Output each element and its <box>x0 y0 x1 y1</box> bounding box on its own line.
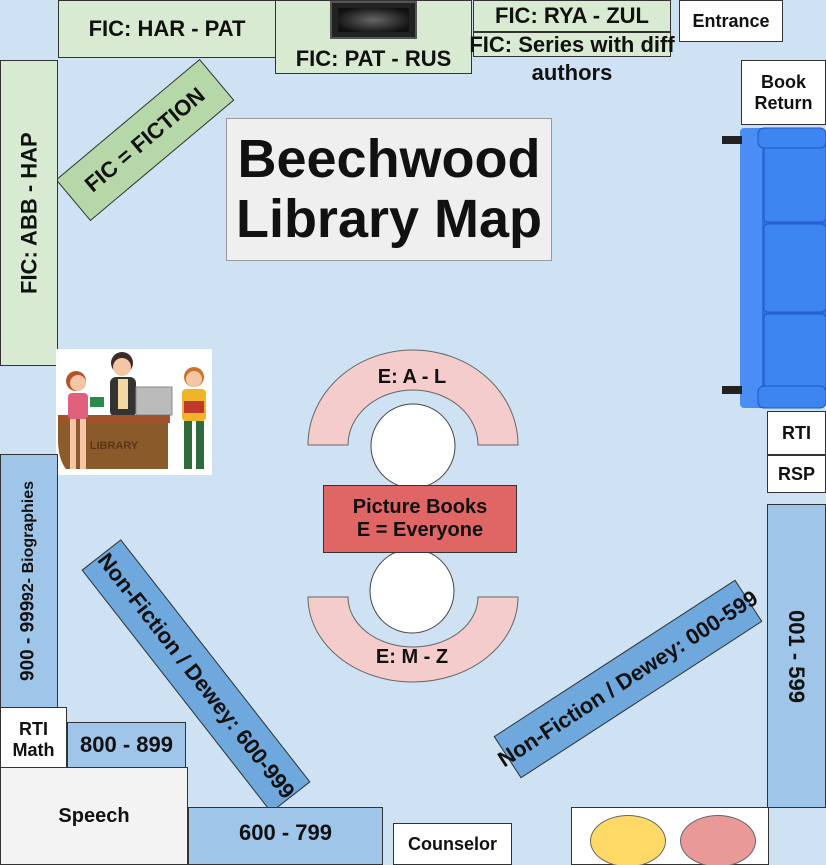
seat-icon <box>590 815 666 865</box>
shelf-label: FIC: HAR - PAT <box>88 16 246 42</box>
book-return-line2: Return <box>754 92 813 113</box>
counselor-label: Counselor <box>407 833 497 854</box>
shelf-fic-series: FIC: Series with diff <box>469 32 675 57</box>
book-return-line1: Book <box>761 71 806 92</box>
title-line1: Beechwood <box>237 129 541 190</box>
shelf-label: FIC: ABB - HAP <box>16 132 42 294</box>
shelf-label: 800 - 899 <box>80 732 173 758</box>
seating-area <box>571 807 769 865</box>
picture-books-line2: E = Everyone <box>356 519 484 541</box>
rsp-label: RSP <box>777 463 815 484</box>
shelf-label: FIC: RYA - ZUL <box>495 3 649 29</box>
couch-icon <box>722 127 826 409</box>
e-a-l-shelf <box>307 349 519 446</box>
shelf-label: 600 - 799 <box>239 820 332 845</box>
picture-books-line1: Picture Books <box>352 496 488 518</box>
librarian-desk-illustration: LIBRARY <box>56 349 212 475</box>
rti-math-line2: Math <box>12 739 55 760</box>
speech-room: Speech <box>0 767 188 865</box>
shelf-nonfiction-000-599: Non-Fiction / Dewey: 000-599 <box>493 579 763 779</box>
e-a-l-label: E: A - L <box>377 366 447 388</box>
shelf-900-999: 900 - 999 92- Biographies <box>0 454 58 708</box>
map-title: Beechwood Library Map <box>226 118 552 261</box>
speech-label: Speech <box>58 804 130 827</box>
shelf-fic-rya-zul: FIC: RYA - ZUL <box>473 0 671 32</box>
shelf-800-899: 800 - 899 <box>67 722 186 768</box>
fic-fiction-sign: FIC = FICTION <box>55 58 235 222</box>
e-m-z-label: E: M - Z <box>375 646 449 668</box>
picture-books-area <box>307 349 519 683</box>
counselor-room: Counselor <box>393 823 512 865</box>
book-return: Book Return <box>741 60 826 125</box>
shelf-label: 900 - 999 <box>17 600 39 682</box>
e-m-z-shelf <box>307 596 519 683</box>
entrance: Entrance <box>679 0 783 42</box>
shelf-fic-har-pat: FIC: HAR - PAT <box>58 0 276 58</box>
rti-math-room: RTI Math <box>0 707 67 772</box>
biographies-label: 92- Biographies <box>20 480 38 601</box>
tv-screen-icon <box>330 1 417 39</box>
picture-books-sign: Picture Books E = Everyone <box>323 485 517 553</box>
round-table-icon <box>370 403 456 489</box>
desk-sign-text: LIBRARY <box>90 440 139 452</box>
round-table-icon <box>369 548 455 634</box>
shelf-label: Non-Fiction / Dewey: 000-599 <box>493 585 763 773</box>
rti-label: RTI <box>782 422 811 443</box>
entrance-label: Entrance <box>692 10 770 31</box>
shelf-600-799: 600 - 799 <box>188 807 383 865</box>
rti-room: RTI <box>767 411 826 455</box>
shelf-fic-series-line2: authors <box>531 60 613 85</box>
shelf-001-599: 001 - 599 <box>767 504 826 808</box>
sign-label: FIC = FICTION <box>79 82 210 198</box>
rti-math-line1: RTI <box>19 718 48 739</box>
rsp-room: RSP <box>767 455 826 493</box>
shelf-label: FIC: PAT - RUS <box>295 45 452 71</box>
title-line2: Library Map <box>235 188 543 249</box>
seat-icon <box>680 815 756 865</box>
shelf-label: 001 - 599 <box>784 609 810 703</box>
shelf-label: FIC: Series with diff <box>469 31 675 57</box>
shelf-fic-abb-hap: FIC: ABB - HAP <box>0 60 58 366</box>
